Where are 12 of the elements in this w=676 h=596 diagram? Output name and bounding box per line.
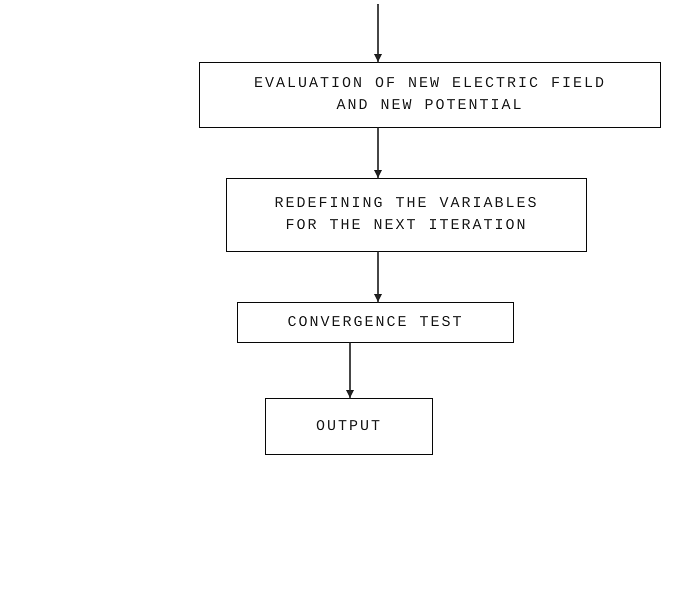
- box-label: EVALUATION OF NEW ELECTRIC FIELD AND NEW POTENTIAL: [252, 74, 608, 116]
- process-box: [199, 62, 661, 128]
- box-label: OUTPUT: [316, 416, 382, 436]
- process-box: [237, 302, 514, 343]
- arrow: [374, 252, 382, 302]
- box-label: REDEFINING THE VARIABLES FOR THE NEXT ITERATION: [273, 194, 540, 236]
- process-box: [226, 178, 587, 252]
- box-label: CONVERGENCE TEST: [287, 312, 464, 332]
- arrow: [374, 128, 382, 178]
- arrow: [346, 343, 354, 398]
- process-box: [265, 398, 433, 455]
- arrow: [374, 4, 382, 62]
